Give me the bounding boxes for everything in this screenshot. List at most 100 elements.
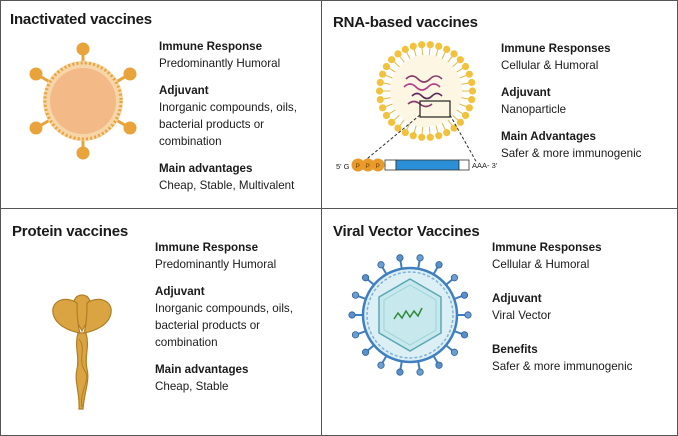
glycoprotein-head: [396, 368, 404, 376]
lipid-head: [418, 133, 426, 141]
lipid-tail: [456, 67, 464, 73]
cap-p2: P: [366, 163, 370, 170]
lipid-tail: [399, 119, 405, 127]
lipid-tail: [384, 74, 393, 79]
lipid-tail: [405, 51, 411, 59]
inactivated-adjuvant-line2: bacterial products or: [159, 118, 265, 131]
lipid-head: [456, 118, 464, 126]
lipid-head: [443, 45, 451, 53]
protein-immune-heading: Immune Response: [155, 241, 259, 254]
glycoprotein-head: [416, 254, 424, 262]
lipid-tail: [459, 103, 468, 108]
lipid-tail: [382, 97, 391, 100]
lipid-head: [435, 132, 443, 140]
glycoprotein-head: [460, 331, 469, 339]
inactivated-info: Immune Response Predominantly Humoral Ad…: [159, 38, 297, 194]
lipid-nanoparticle-icon: [375, 41, 477, 141]
glycoprotein-head: [460, 291, 469, 299]
lipid-tail: [393, 60, 400, 68]
rna-immune-value: Cellular & Humoral: [501, 59, 599, 72]
lipid-head: [379, 70, 387, 78]
lipid-head: [468, 78, 476, 87]
lipid-head: [461, 62, 470, 71]
mrna-3prime-label: AAA- 3': [472, 161, 498, 170]
lipid-tail: [428, 126, 431, 135]
glycoprotein-head: [396, 254, 404, 262]
lipid-tail: [428, 47, 431, 56]
viral-benefits-heading: Benefits: [492, 343, 538, 356]
lipid-head: [465, 104, 473, 112]
inactivated-virus-icon: [29, 42, 137, 160]
lipid-tail: [461, 82, 470, 85]
glycoprotein-head: [348, 311, 356, 319]
lipid-tail: [441, 51, 447, 59]
glycoprotein-head: [361, 274, 370, 282]
lipid-head: [401, 45, 409, 53]
glycoprotein-head: [450, 274, 459, 282]
protein-title: Protein vaccines: [12, 223, 129, 240]
lipid-head: [379, 104, 387, 112]
lipid-tail: [447, 55, 453, 63]
lipid-tail: [435, 48, 439, 57]
protein-adjuvant-line3: combination: [155, 336, 218, 349]
lipid-tail: [452, 60, 459, 68]
glycoprotein-head: [377, 361, 385, 369]
rna-vaccines-panel: RNA-based vaccines 5' G P P P: [322, 1, 677, 209]
glycoprotein-head: [464, 311, 472, 319]
protein-immune-value: Predominantly Humoral: [155, 258, 277, 271]
lipid-tail: [399, 55, 405, 63]
glycoprotein-head: [435, 361, 443, 369]
rna-advantages-value: Safer & more immunogenic: [501, 147, 642, 160]
inactivated-immune-heading: Immune Response: [159, 40, 263, 53]
viral-adjuvant-value: Viral Vector: [492, 309, 552, 322]
glycoprotein-head: [450, 348, 459, 356]
protein-advantages-value: Cheap, Stable: [155, 380, 229, 393]
lipid-tail: [382, 82, 391, 85]
inactivated-adjuvant-line1: Inorganic compounds, oils,: [159, 101, 297, 114]
rna-immune-heading: Immune Responses: [501, 42, 611, 55]
lipid-head: [409, 132, 417, 140]
glycoprotein-head: [416, 368, 424, 376]
lipid-tail: [421, 47, 424, 56]
lipid-head: [394, 124, 402, 132]
glycoprotein-head: [351, 291, 360, 299]
lipid-tail: [388, 109, 396, 115]
rna-adjuvant-value: Nanoparticle: [501, 103, 567, 116]
inactivated-advantages-value: Cheap, Stable, Multivalent: [159, 179, 295, 192]
viral-immune-value: Cellular & Humoral: [492, 258, 590, 271]
lipid-head: [375, 87, 384, 95]
glycoprotein-head: [377, 261, 385, 269]
lipid-tail: [393, 114, 400, 122]
lipid-head: [376, 95, 384, 104]
lipid-tail: [413, 48, 417, 57]
lipid-head: [401, 129, 409, 137]
lipid-tail: [459, 74, 468, 79]
viral-adjuvant-heading: Adjuvant: [492, 292, 542, 305]
lipid-head: [443, 129, 451, 137]
rna-info: Immune Responses Cellular & Humoral Adju…: [501, 40, 641, 162]
lipid-head: [394, 50, 402, 58]
viral-benefits-value: Safer & more immunogenic: [492, 360, 633, 373]
lipid-head: [426, 41, 434, 49]
viral-immune-heading: Immune Responses: [492, 241, 602, 254]
viral-vector-vaccines-panel: Viral Vector Vaccines Immune Responses C…: [322, 209, 677, 435]
cap-p3: P: [376, 163, 380, 170]
lipid-tail: [435, 125, 439, 134]
viral-vector-icon: [348, 254, 472, 376]
lipid-head: [388, 118, 396, 126]
lipid-tail: [447, 119, 453, 127]
rna-adjuvant-heading: Adjuvant: [501, 86, 551, 99]
lipid-head: [465, 70, 473, 78]
inactivated-vaccines-panel: Inactivated vaccines Immune Response Pre…: [1, 1, 322, 209]
mrna-construct-icon: 5' G P P P AAA- 3': [336, 158, 498, 172]
lipid-head: [376, 78, 384, 87]
lipid-head: [450, 50, 458, 58]
lipid-tail: [413, 125, 417, 134]
lipid-head: [382, 62, 391, 71]
lipid-head: [426, 133, 434, 141]
rna-title: RNA-based vaccines: [333, 14, 478, 31]
lipid-tail: [441, 123, 447, 131]
protein-info: Immune Response Predominantly Humoral Ad…: [155, 239, 293, 395]
lipid-tail: [405, 123, 411, 131]
